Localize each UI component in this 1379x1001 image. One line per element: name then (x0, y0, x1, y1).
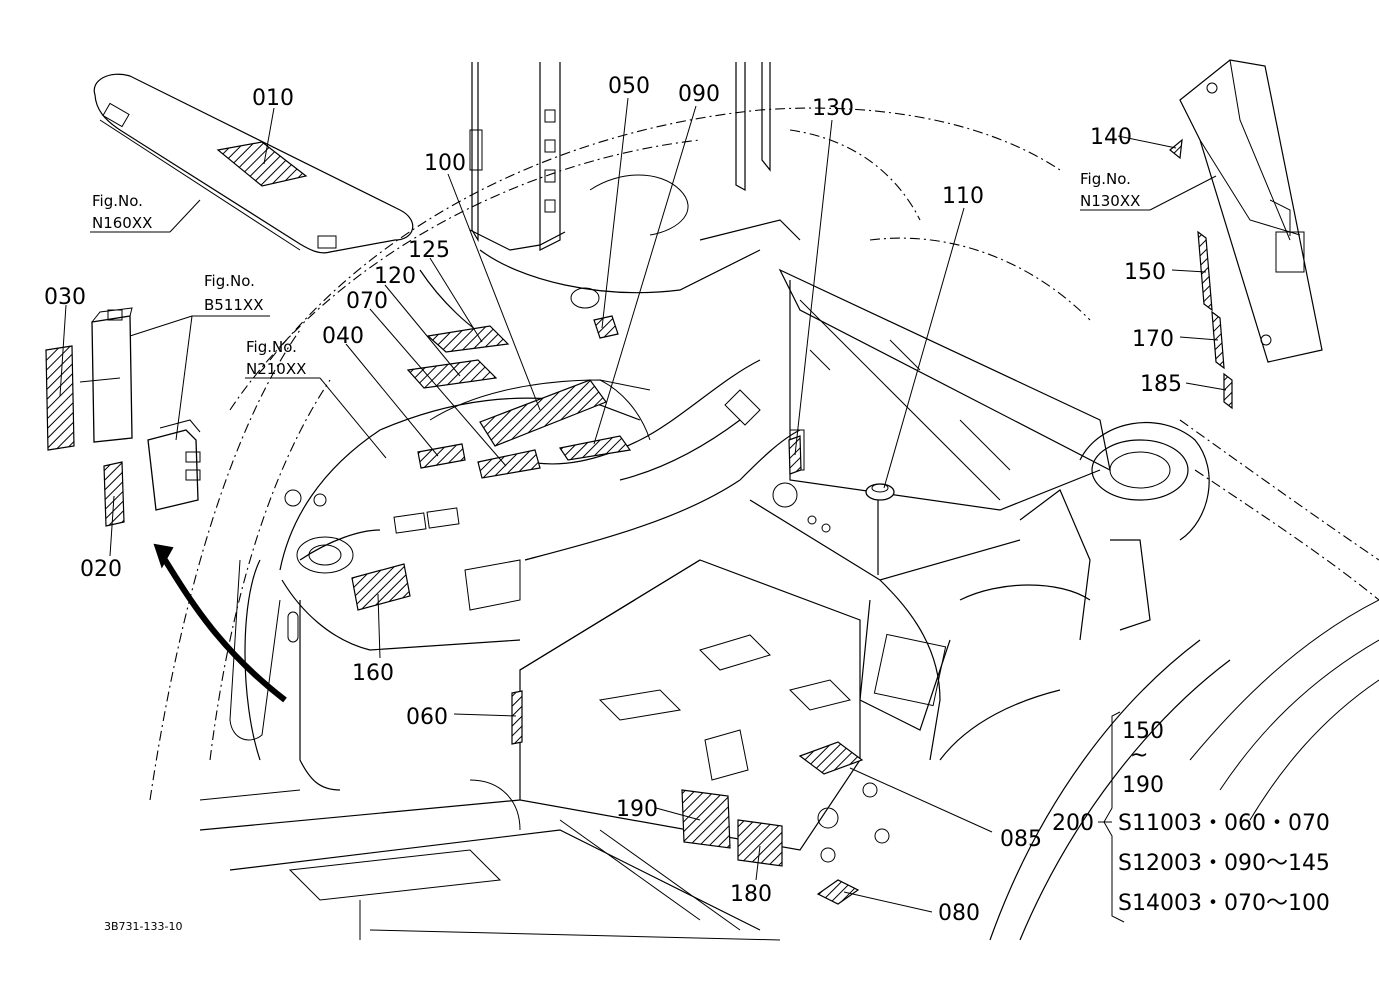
decal-020 (103, 461, 125, 527)
floor-plate (199, 559, 890, 941)
callout-085: 085 (1000, 827, 1042, 852)
grille-090 (559, 435, 632, 461)
left-console (229, 379, 651, 791)
fig-number-n210: N210XX (246, 360, 306, 378)
callout-030: 030 (44, 285, 86, 310)
decal-080 (816, 879, 860, 905)
callout-140: 140 (1090, 125, 1132, 150)
note-serial-2: S12003・090～145 (1118, 851, 1330, 876)
decal-030 (45, 345, 75, 451)
note-range-tilde: ~ (1130, 743, 1148, 768)
callout-010: 010 (252, 86, 294, 111)
fig-label-n210: Fig.No. (246, 338, 297, 356)
right-pillar-trim (1179, 59, 1323, 363)
decal-160 (351, 563, 411, 611)
decal-010 (216, 141, 308, 187)
fig-label-n160: Fig.No. (92, 192, 143, 210)
note-range-start: 150 (1122, 719, 1164, 744)
leader-lines (59, 97, 1227, 913)
grille-120 (406, 359, 498, 389)
callout-100: 100 (424, 151, 466, 176)
callout-040: 040 (322, 324, 364, 349)
callout-150: 150 (1124, 260, 1166, 285)
rear-window (749, 268, 1111, 581)
decal-050 (593, 315, 619, 339)
right-fender (859, 421, 1210, 761)
callout-125: 125 (408, 238, 450, 263)
callout-060: 060 (406, 705, 448, 730)
callout-185: 185 (1140, 372, 1182, 397)
fig-label-n130: Fig.No. (1080, 170, 1131, 188)
fig-label-b511: Fig.No. (204, 272, 255, 290)
callout-160: 160 (352, 661, 394, 686)
cab-outline (149, 107, 1379, 941)
callout-110: 110 (942, 184, 984, 209)
decal-180 (737, 819, 783, 867)
note-item-200: 200 (1052, 811, 1094, 836)
grille-040 (417, 443, 466, 469)
fig-number-n160: N160XX (92, 214, 152, 232)
figure-references: Fig.No. N160XX Fig.No. B511XX Fig.No. N2… (92, 170, 1140, 378)
decal-060 (511, 690, 523, 745)
callout-050: 050 (608, 74, 650, 99)
callout-080: 080 (938, 901, 980, 926)
serial-note: 150 ~ 190 200 S11003・060・070 S12003・090～… (1052, 711, 1330, 923)
decal-150 (1197, 230, 1213, 312)
note-serial-3: S14003・070～100 (1118, 891, 1330, 916)
center-console (419, 174, 801, 561)
callout-120: 120 (374, 264, 416, 289)
knob-110 (865, 483, 895, 575)
callout-130: 130 (812, 96, 854, 121)
sun-visor (93, 73, 414, 254)
fig-number-b511: B511XX (204, 296, 263, 314)
callout-090: 090 (678, 82, 720, 107)
decal-190 (681, 789, 731, 849)
fig-number-n130: N130XX (1080, 192, 1140, 210)
drawing-code: 3B731-133-10 (104, 920, 182, 933)
note-range-end: 190 (1122, 773, 1164, 798)
callout-170: 170 (1132, 327, 1174, 352)
callout-190: 190 (616, 797, 658, 822)
rops-pillars (469, 62, 771, 251)
grille-070 (477, 449, 541, 479)
callout-020: 020 (80, 557, 122, 582)
decal-185 (1223, 372, 1233, 410)
callout-070: 070 (346, 289, 388, 314)
grille-125 (426, 325, 510, 353)
callout-180: 180 (730, 882, 772, 907)
decal-085 (798, 741, 864, 775)
rotation-arrow (153, 543, 287, 703)
grille-100 (479, 379, 607, 447)
note-serial-1: S11003・060・070 (1118, 811, 1330, 836)
callout-labels: 010 030 020 040 070 120 125 100 050 090 … (44, 74, 1182, 926)
decal-140 (1169, 138, 1183, 160)
